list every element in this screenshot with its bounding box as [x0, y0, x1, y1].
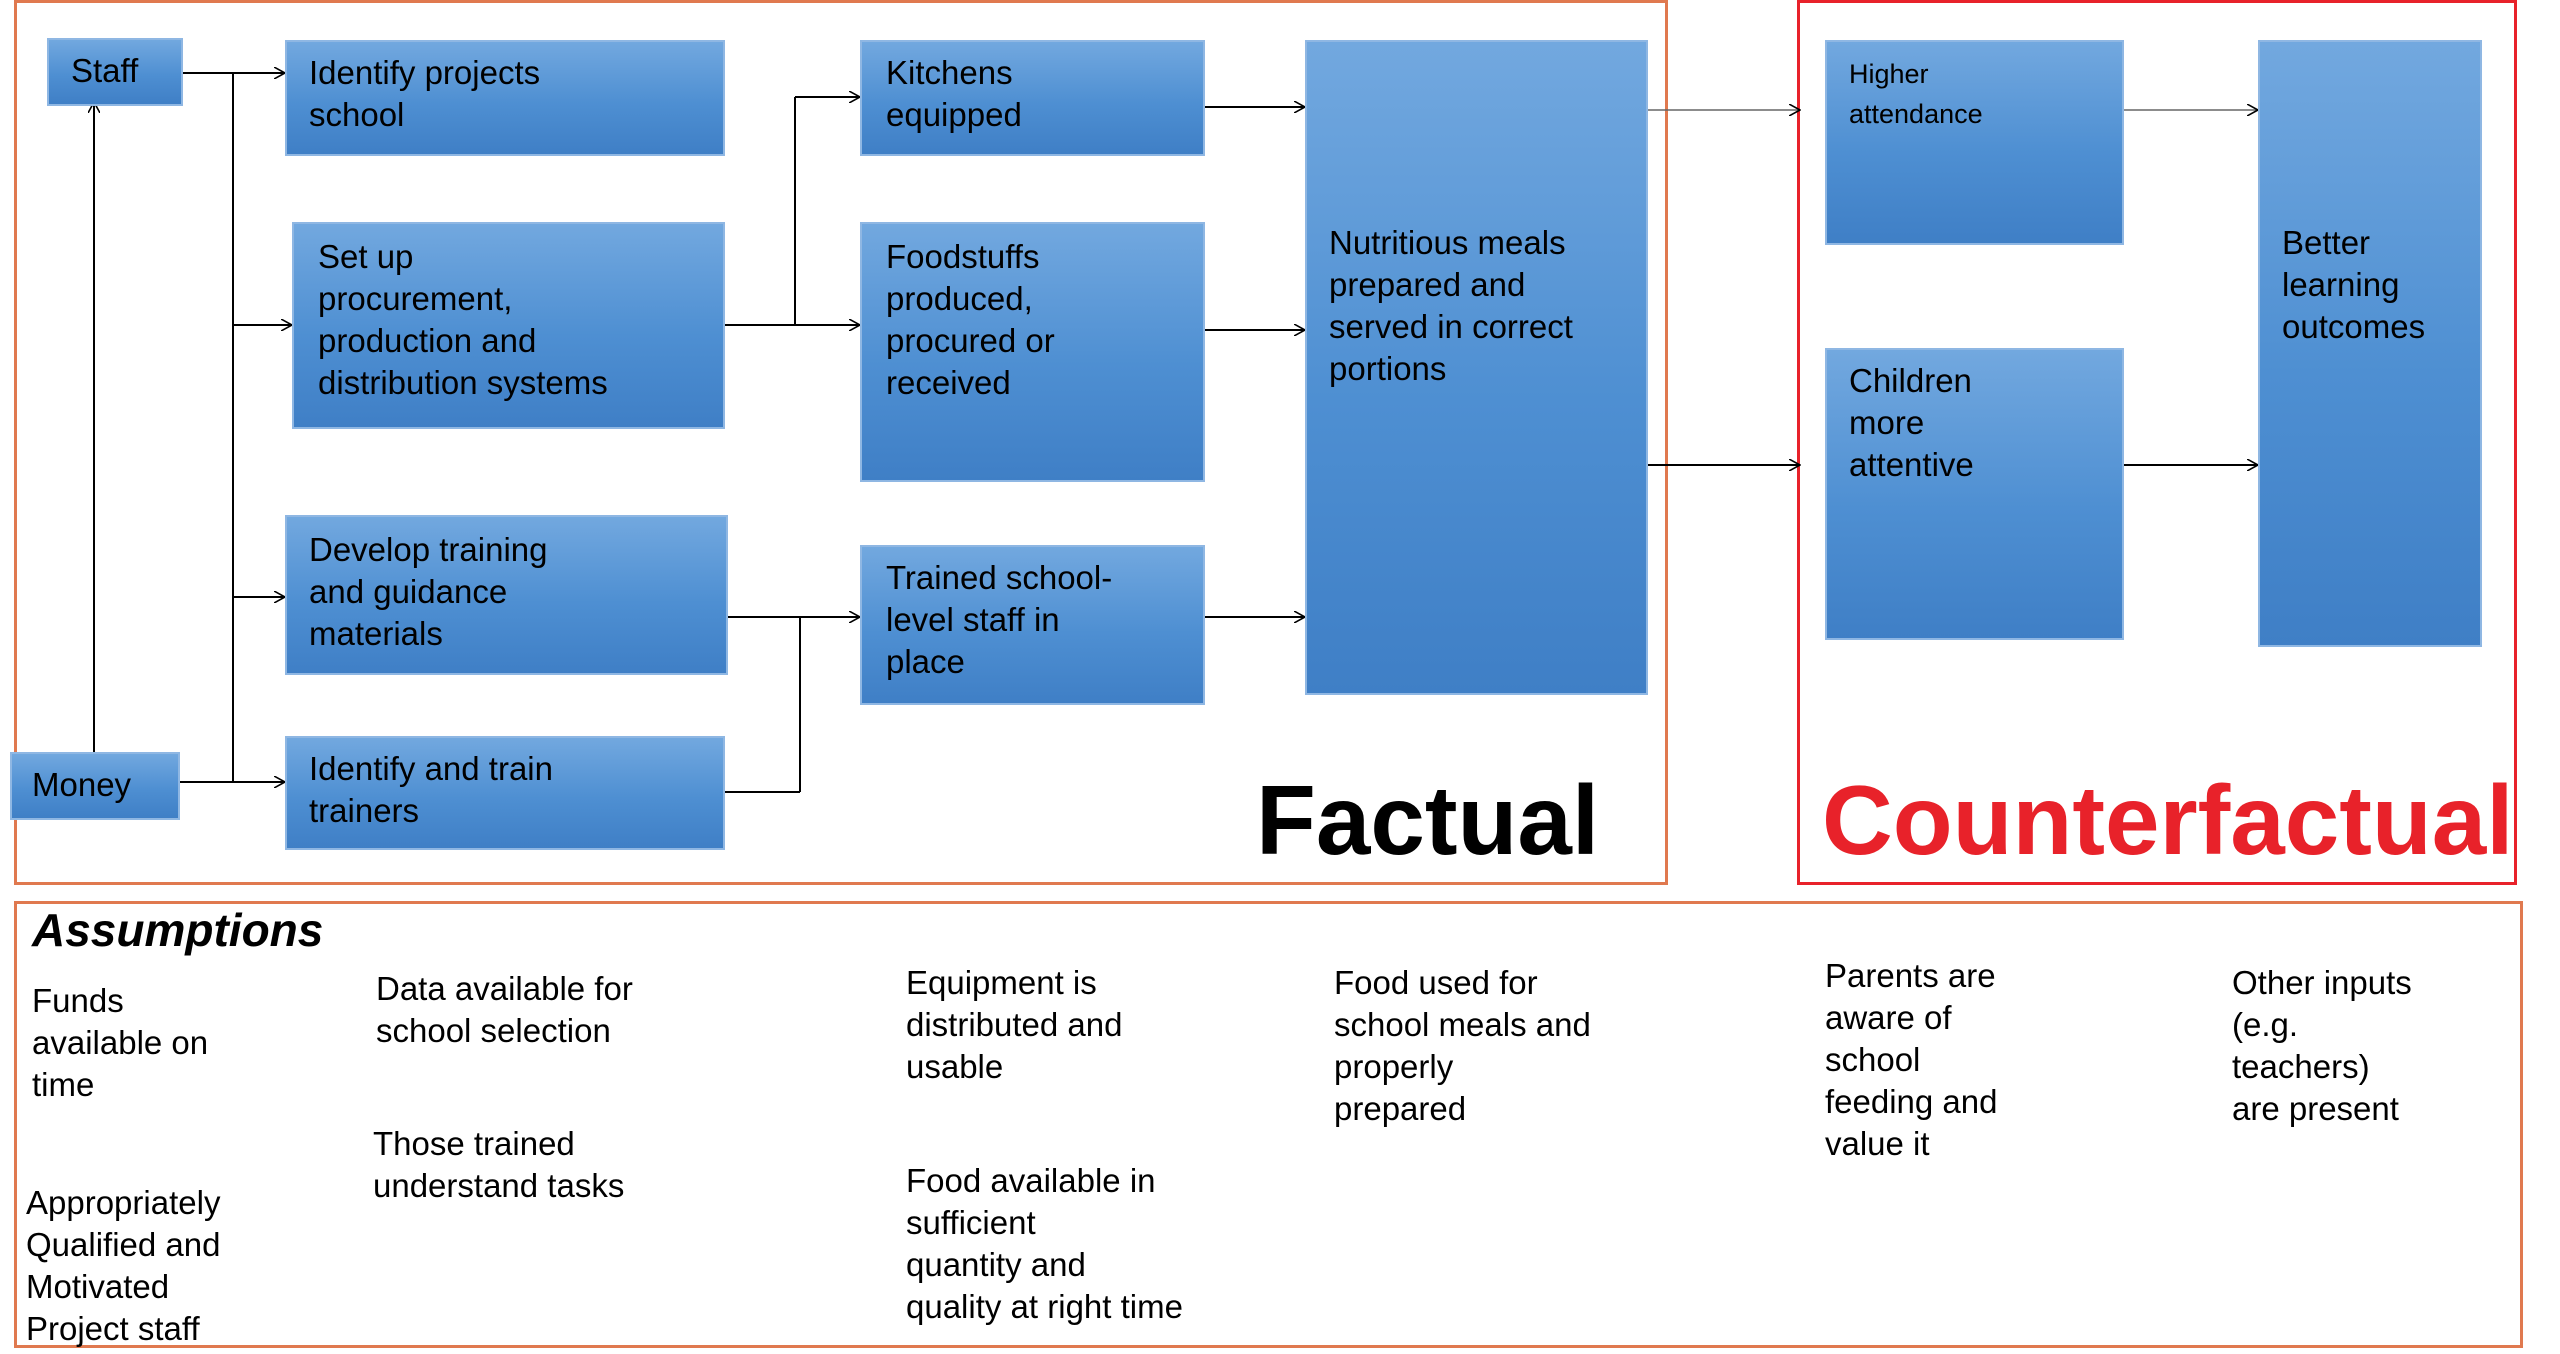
assumption-food-used: Food used for school meals and properly … [1334, 964, 1591, 1127]
assumption-funds: Funds available on time [32, 982, 209, 1103]
counterfactual-label: Counterfactual [1822, 765, 2514, 875]
trained-staff-node: Trained school- level staff in place [860, 545, 1205, 705]
kitchens-node: Kitchens equipped [860, 40, 1205, 156]
assumption-parents-aware: Parents are aware of school feeding and … [1825, 957, 1998, 1162]
assumption-food-available: Food available in sufficient quantity an… [906, 1162, 1183, 1325]
factual-frame [14, 0, 1668, 885]
children-attentive-node: Children more attentive [1825, 348, 2124, 640]
identify-projects-node: Identify projects school [285, 40, 725, 156]
foodstuffs-node: Foodstuffs produced, procured or receive… [860, 222, 1205, 482]
assumption-other-inputs: Other inputs (e.g. teachers) are present [2232, 964, 2412, 1127]
assumption-data-available: Data available for school selection [376, 970, 633, 1049]
factual-label: Factual [1256, 765, 1600, 875]
assumptions-title: Assumptions [32, 904, 324, 956]
assumptions-frame [14, 901, 2523, 1348]
identify-trainers-node: Identify and train trainers [285, 736, 725, 850]
assumption-trained-understand: Those trained understand tasks [373, 1125, 625, 1204]
setup-procurement-node: Set up procurement, production and distr… [292, 222, 725, 429]
assumption-equipment: Equipment is distributed and usable [906, 964, 1123, 1085]
counterfactual-frame [1797, 0, 2517, 885]
assumption-qualified-staff: Appropriately Qualified and Motivated Pr… [26, 1184, 221, 1347]
develop-training-node: Develop training and guidance materials [285, 515, 728, 675]
nutritious-meals-node: Nutritious meals prepared and served in … [1305, 40, 1648, 695]
money-node: Money [10, 752, 180, 820]
higher-attendance-node: Higher attendance [1825, 40, 2124, 245]
staff-node: Staff [47, 38, 183, 106]
better-outcomes-node: Better learning outcomes [2258, 40, 2482, 647]
